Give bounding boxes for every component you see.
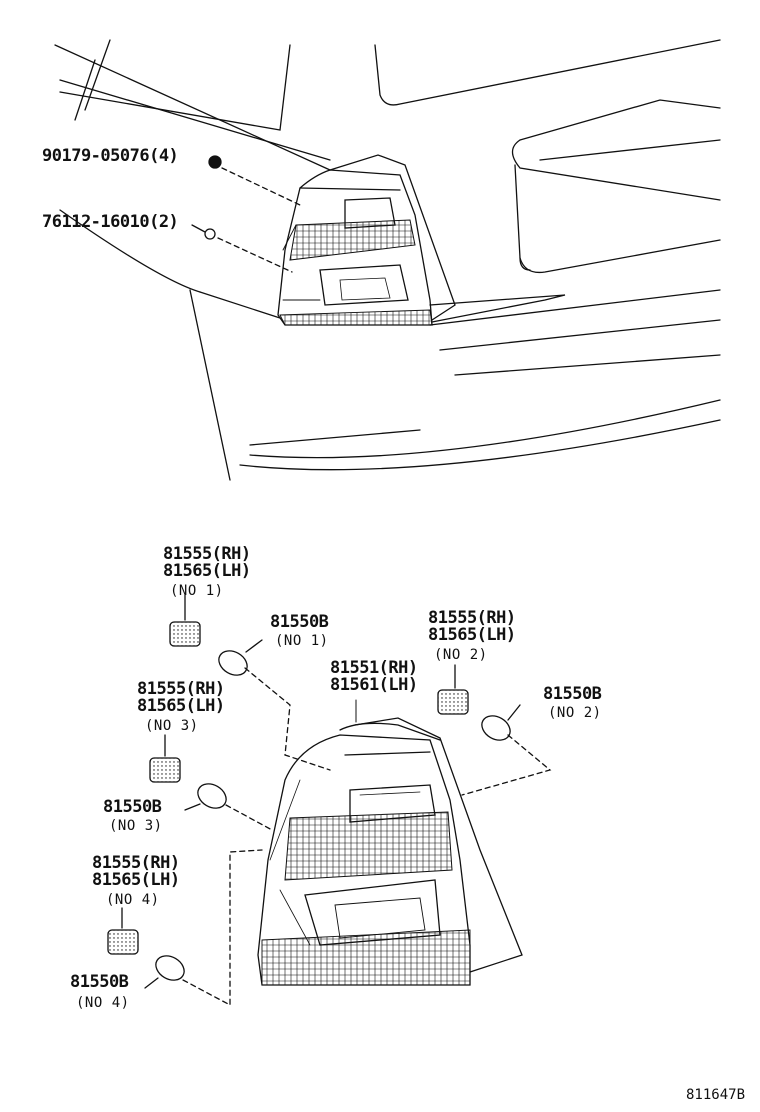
tail-lamp-exploded <box>257 699 523 986</box>
bulb-2-label: 81550B <box>543 684 602 704</box>
bulb-icon-3 <box>184 783 273 831</box>
bulb-4-no-label: (NO 4) <box>76 995 130 1011</box>
nut-icon <box>208 155 301 206</box>
bulb-3-label: 81550B <box>103 797 162 817</box>
lamp-assy-rh-label: 81551(RH) <box>330 658 418 678</box>
socket-1-rh-label: 81555(RH) <box>163 544 251 564</box>
socket-3-lh-label: 81565(LH) <box>137 696 225 716</box>
tail-lamp-installed <box>277 154 566 326</box>
figure-reference: 811647B <box>686 1087 746 1103</box>
bulb-4-label: 81550B <box>70 972 129 992</box>
socket-2-rh-label: 81555(RH) <box>428 608 516 628</box>
socket-3-rh-label: 81555(RH) <box>137 679 225 699</box>
socket-2-no-label: (NO 2) <box>434 647 488 663</box>
bulb-2-no-label: (NO 2) <box>548 705 602 721</box>
bulb-icon-1 <box>218 639 331 771</box>
socket-3-no-label: (NO 3) <box>145 718 199 734</box>
socket-icon-4 <box>107 907 139 955</box>
socket-icon-2 <box>437 664 469 715</box>
socket-2-lh-label: 81565(LH) <box>428 625 516 645</box>
lamp-assy-lh-label: 81561(LH) <box>330 675 418 695</box>
bulb-1-no-label: (NO 1) <box>275 633 329 649</box>
bulb-3-no-label: (NO 3) <box>109 818 163 834</box>
screw-icon <box>191 224 293 273</box>
socket-1-no-label: (NO 1) <box>170 583 224 599</box>
socket-4-no-label: (NO 4) <box>106 892 160 908</box>
socket-4-lh-label: 81565(LH) <box>92 870 180 890</box>
fastener-label-b: 76112-16010(2) <box>42 212 179 232</box>
bulb-icon-2 <box>461 704 552 796</box>
fastener-label-a: 90179-05076(4) <box>42 146 179 166</box>
socket-icon-3 <box>149 734 181 783</box>
socket-4-rh-label: 81555(RH) <box>92 853 180 873</box>
bulb-icon-4 <box>144 849 263 1007</box>
socket-icon-1 <box>169 594 201 647</box>
socket-1-lh-label: 81565(LH) <box>163 561 251 581</box>
bulb-1-label: 81550B <box>270 612 329 632</box>
vehicle-body-outline <box>54 39 721 481</box>
